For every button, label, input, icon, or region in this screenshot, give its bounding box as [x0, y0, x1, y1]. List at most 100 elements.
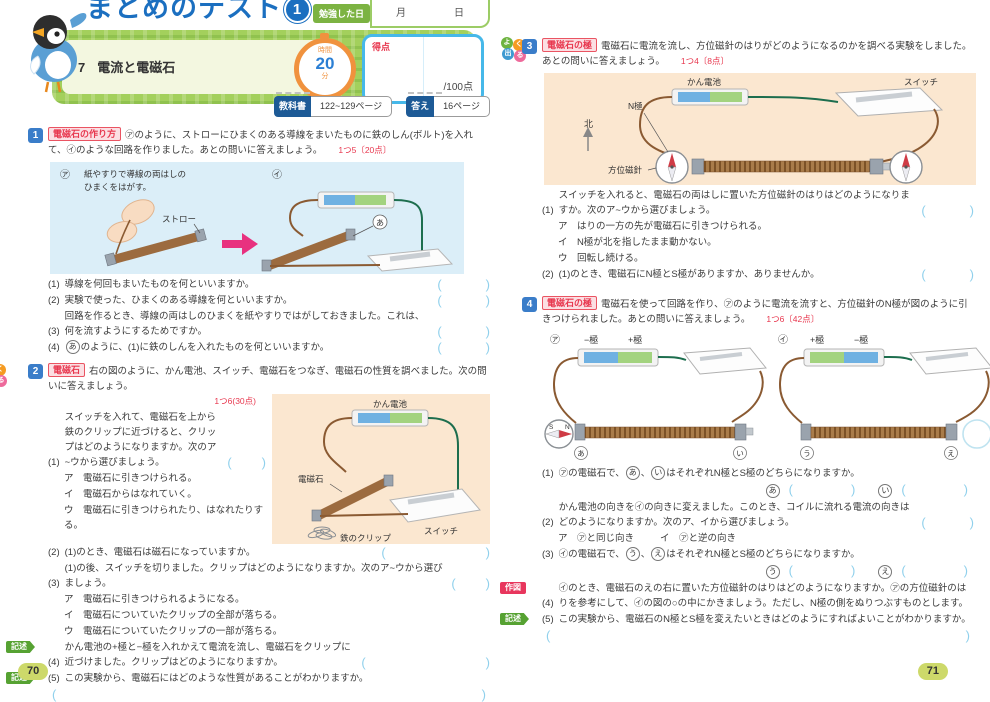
- answer-blank[interactable]: (): [437, 324, 490, 339]
- frequently-asked-badge: よく 出る: [0, 362, 8, 388]
- svg-text:+極: +極: [628, 334, 642, 345]
- svg-text:方位磁針: 方位磁針: [608, 165, 643, 175]
- svg-text:N極: N極: [628, 101, 643, 111]
- answer-blank[interactable]: (): [901, 482, 968, 497]
- svg-text:スイッチ: スイッチ: [904, 77, 938, 87]
- answer-blank[interactable]: (): [921, 267, 974, 282]
- answer-blank[interactable]: (): [437, 340, 490, 355]
- answer-badge: 答え: [406, 96, 435, 117]
- bird-mascot-illustration: [24, 2, 88, 99]
- svg-text:あ: あ: [376, 219, 384, 228]
- svg-text:㋑: ㋑: [778, 334, 788, 346]
- svg-text:+極: +極: [810, 334, 824, 345]
- section-3-intro: 電磁石の極電磁石に電流を流し、方位磁針のはりがどのようになるのかを調べる実験をし…: [542, 38, 972, 67]
- svg-text:ストロー: ストロー: [162, 214, 196, 224]
- answer-pages: 16ページ: [434, 96, 490, 117]
- section-1-number: 1: [28, 128, 43, 143]
- option-a: ア はりの一方の先が電磁石に引きつけられる。: [558, 221, 768, 232]
- section-1-topic-tag: 電磁石の作り方: [48, 127, 122, 141]
- answer-blank[interactable]: (): [381, 545, 490, 560]
- answer-blank[interactable]: (): [788, 563, 856, 578]
- unit-number: 7: [78, 59, 86, 75]
- option-c: ウ 回転し続ける。: [558, 253, 644, 264]
- answer-blank[interactable]: (): [437, 293, 490, 308]
- right-page: よく 出る 3 電磁石の極電磁石に電流を流し、方位磁針のはりがどのようになるのか…: [500, 0, 990, 700]
- study-date: 勉強した日 月 日: [312, 0, 490, 28]
- svg-text:い: い: [736, 449, 744, 458]
- textbook-ref: 教科書 122~129ページ: [274, 92, 393, 117]
- written-answer-badge: 記述: [500, 613, 529, 625]
- textbook-badge: 教科書: [274, 96, 312, 117]
- two-circuits-polarity-diagram: ㋐ −極 +極 S N あ い ㋑ +極: [544, 334, 990, 460]
- answer-blank[interactable]: (): [361, 655, 490, 670]
- section-4: 4 電磁石の極電磁石を使って回路を作り、㋐のように電流を流すと、方位磁針のN極が…: [500, 296, 990, 643]
- electromagnet-making-diagram: ㋐ 紙やすりで導線の両はしの ひまくをはがす。 ストロー ㋑ あ: [50, 162, 464, 274]
- textbook-pages: 122~129ページ: [311, 96, 393, 117]
- section-4-number: 4: [522, 297, 537, 312]
- question-2-5: 記述 (5)この実験から、電磁石にはどのような性質があることがわかりますか。: [6, 671, 490, 686]
- svg-text:㋐: ㋐: [60, 169, 70, 181]
- answer-blank[interactable]: (): [451, 576, 490, 591]
- question-1-2: (2)実験で使った、ひまくのある導線を何といいますか。 (): [48, 293, 490, 308]
- circled-label: い: [651, 466, 666, 480]
- svg-text:㋐: ㋐: [550, 334, 560, 346]
- study-date-label: 勉強した日: [312, 4, 370, 23]
- circled-label: う: [625, 547, 640, 561]
- question-4-5: 記述 (5)この実験から、電磁石のN極とS極を変えたいときはどのようにすればよい…: [500, 612, 974, 627]
- option-c: ウ 電磁石についていたクリップの一部が落ちる。: [64, 626, 283, 637]
- written-answer-badge: 記述: [6, 641, 35, 653]
- section-3: よく 出る 3 電磁石の極電磁石に電流を流し、方位磁針のはりがどのようになるのか…: [501, 37, 976, 282]
- svg-text:鉄のクリップ: 鉄のクリップ: [340, 533, 392, 543]
- study-date-field[interactable]: 月 日: [370, 0, 490, 28]
- answer-ref: 答え 16ページ: [406, 92, 490, 117]
- stopwatch-icon: 時間 20 分: [294, 33, 356, 100]
- question-4-3: (3) ㋑の電磁石で、う、えはそれぞれN極とS極のどちらになりますか。: [542, 547, 860, 561]
- points-note: 1つ4〔8点〕: [680, 56, 730, 66]
- section-2-intro: 電磁石右の図のように、かん電池、スイッチ、電磁石をつなぎ、電磁石の性質を調べまし…: [48, 363, 487, 392]
- section-4-topic-tag: 電磁石の極: [542, 296, 598, 310]
- empty-compass-circle: [962, 419, 990, 449]
- question-4-2: (2)かん電池の向きを㋑の向きに変えました。このとき、コイルに流れる電流の向きは…: [542, 502, 974, 530]
- score-label: 得点: [372, 42, 391, 52]
- answer-blank[interactable]: (): [227, 455, 266, 470]
- question-2-2: (2)(1)のとき、電磁石は磁石になっていますか。 (): [48, 545, 490, 560]
- circled-label: え: [651, 547, 666, 561]
- svg-text:北: 北: [584, 119, 593, 129]
- reference-links: 教科書 122~129ページ 答え 16ページ: [274, 92, 490, 117]
- answer-blank[interactable]: (): [437, 277, 490, 292]
- answer-pair-line: う() え(): [542, 563, 968, 580]
- svg-text:N: N: [565, 424, 570, 431]
- unit-title: 電流と電磁石: [97, 59, 176, 75]
- option-b: イ N極が北を指したまま動かない。: [558, 237, 717, 248]
- svg-text:かん電池: かん電池: [687, 77, 722, 87]
- section-4-intro: 電磁石の極電磁石を使って回路を作り、㋐のように電流を流すと、方位磁針のN極が図の…: [542, 296, 968, 325]
- svg-text:あ: あ: [577, 449, 585, 458]
- question-1-1: (1)導線を何回もまいたものを何といいますか。 (): [48, 277, 490, 292]
- answer-line[interactable]: (): [52, 687, 486, 702]
- drawing-answer-badge: 作図: [500, 582, 526, 594]
- points-note: 1つ5〔20点〕: [338, 145, 392, 155]
- svg-text:㋑: ㋑: [272, 169, 282, 181]
- section-1: 1 電磁石の作り方㋐のように、ストローにひまくのある導線をまいたものに鉄のしん(…: [28, 127, 490, 355]
- svg-text:かん電池: かん電池: [373, 399, 408, 409]
- answer-blank[interactable]: (): [901, 563, 968, 578]
- svg-text:スイッチ: スイッチ: [424, 526, 458, 536]
- answer-blank[interactable]: (): [788, 482, 856, 497]
- svg-text:−極: −極: [854, 334, 868, 345]
- score-total: /100点: [443, 82, 473, 93]
- question-4-4: 作図 (4)㋑のとき、電磁石のえの右に置いた方位磁針のはりはどのようになりますか…: [500, 581, 974, 611]
- svg-text:え: え: [947, 449, 955, 458]
- points-note: 1つ6(30点): [214, 396, 256, 406]
- option-b: イ ㋐と逆の向き: [660, 533, 737, 544]
- svg-text:電磁石: 電磁石: [298, 474, 324, 484]
- answer-pair-line: あ() い(): [542, 482, 968, 499]
- answer-line[interactable]: (): [546, 628, 970, 643]
- question-1-3: (3)回路を作るとき、導線の両はしのひまくを紙やすりではがしておきました。これは…: [48, 311, 490, 339]
- svg-text:紙やすりで導線の両はしの: 紙やすりで導線の両はしの: [84, 169, 186, 179]
- section-2-number: 2: [28, 364, 43, 379]
- answer-blank[interactable]: (): [921, 203, 974, 218]
- answer-blank[interactable]: (): [921, 515, 974, 530]
- circled-label: あ: [625, 466, 640, 480]
